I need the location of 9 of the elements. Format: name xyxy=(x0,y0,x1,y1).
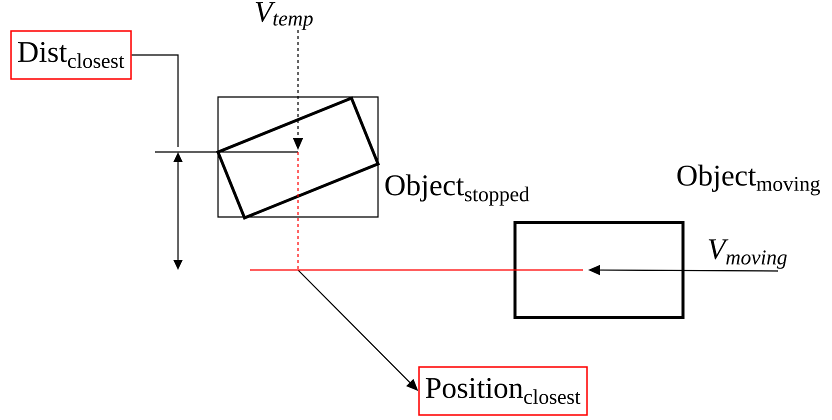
label-box: Dist$_{closest}$ xyxy=(10,30,132,80)
object-label: Object$_{moving}$ xyxy=(677,164,820,196)
object-label: Object$_{stopped}$ xyxy=(385,174,530,206)
label-box: Position$_{closest}$ xyxy=(418,366,588,416)
edge-label: V$_{temp}$ xyxy=(256,2,313,30)
edge-label: V$_{moving}$ xyxy=(708,239,787,269)
leader-line xyxy=(132,54,179,147)
drop-line xyxy=(297,152,299,270)
path-line xyxy=(250,269,583,271)
